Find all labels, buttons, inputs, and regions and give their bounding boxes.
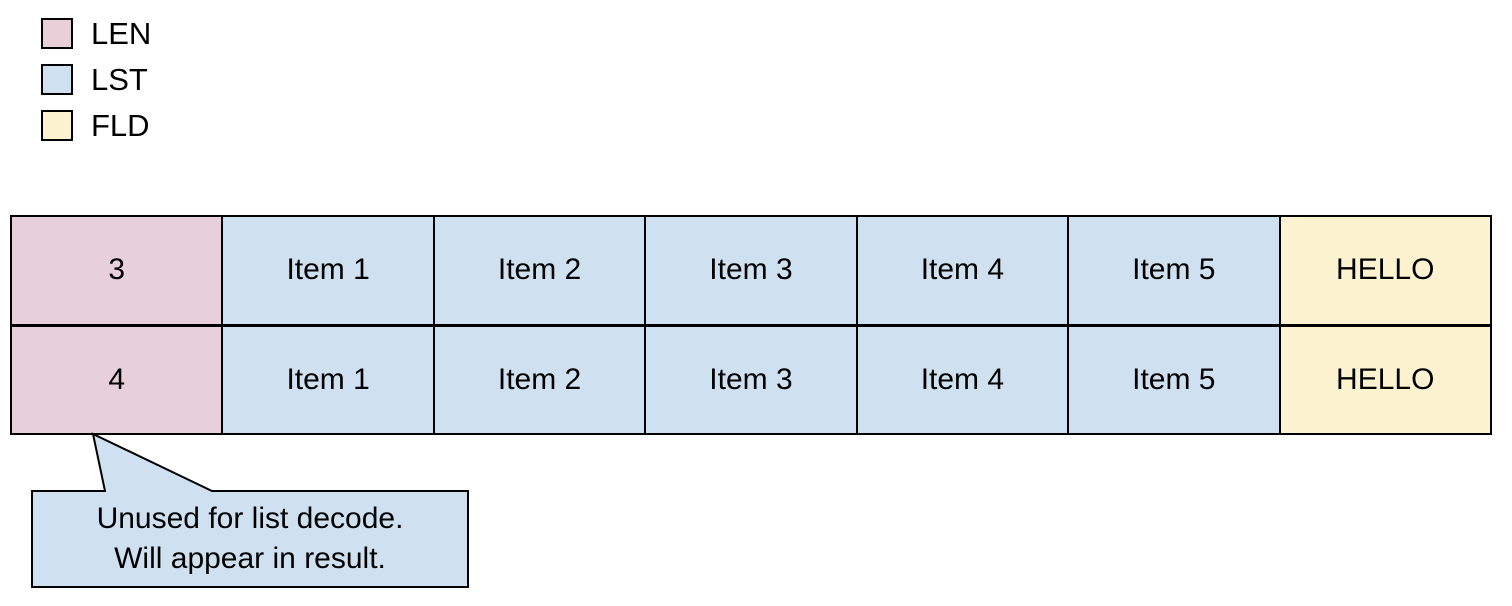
legend-item-fld: FLD — [41, 108, 151, 143]
callout-line-1: Unused for list decode. — [96, 502, 404, 535]
cell-item: Item 3 — [646, 326, 858, 433]
cell-item: Item 1 — [223, 217, 435, 324]
lst-color-swatch — [41, 64, 73, 95]
legend-item-lst: LST — [41, 62, 151, 97]
cell-item: Item 5 — [1069, 217, 1281, 324]
legend: LEN LST FLD — [41, 16, 151, 143]
cell-item: Item 3 — [646, 217, 858, 324]
callout-line-2: Will appear in result. — [114, 542, 386, 575]
cell-len: 3 — [12, 217, 224, 324]
table-row: 3 Item 1 Item 2 Item 3 Item 4 Item 5 HEL… — [12, 217, 1490, 327]
cell-field: HELLO — [1280, 217, 1490, 324]
cell-item: Item 4 — [857, 217, 1070, 324]
cell-item: Item 5 — [1069, 326, 1281, 433]
fld-color-swatch — [41, 110, 73, 141]
cell-item: Item 4 — [857, 326, 1070, 433]
cell-len: 4 — [12, 326, 224, 433]
cell-item: Item 1 — [223, 326, 435, 433]
cell-item: Item 2 — [434, 217, 647, 324]
len-color-swatch — [41, 18, 73, 49]
callout-note: Unused for list decode. Will appear in r… — [32, 493, 468, 585]
cell-field: HELLO — [1280, 326, 1490, 433]
legend-item-len: LEN — [41, 16, 151, 51]
buffer-layout-table: 3 Item 1 Item 2 Item 3 Item 4 Item 5 HEL… — [10, 215, 1492, 435]
legend-label-len: LEN — [91, 16, 152, 51]
legend-label-lst: LST — [91, 62, 148, 97]
legend-label-fld: FLD — [91, 108, 150, 143]
table-row: 4 Item 1 Item 2 Item 3 Item 4 Item 5 HEL… — [12, 326, 1490, 433]
cell-item: Item 2 — [434, 326, 647, 433]
